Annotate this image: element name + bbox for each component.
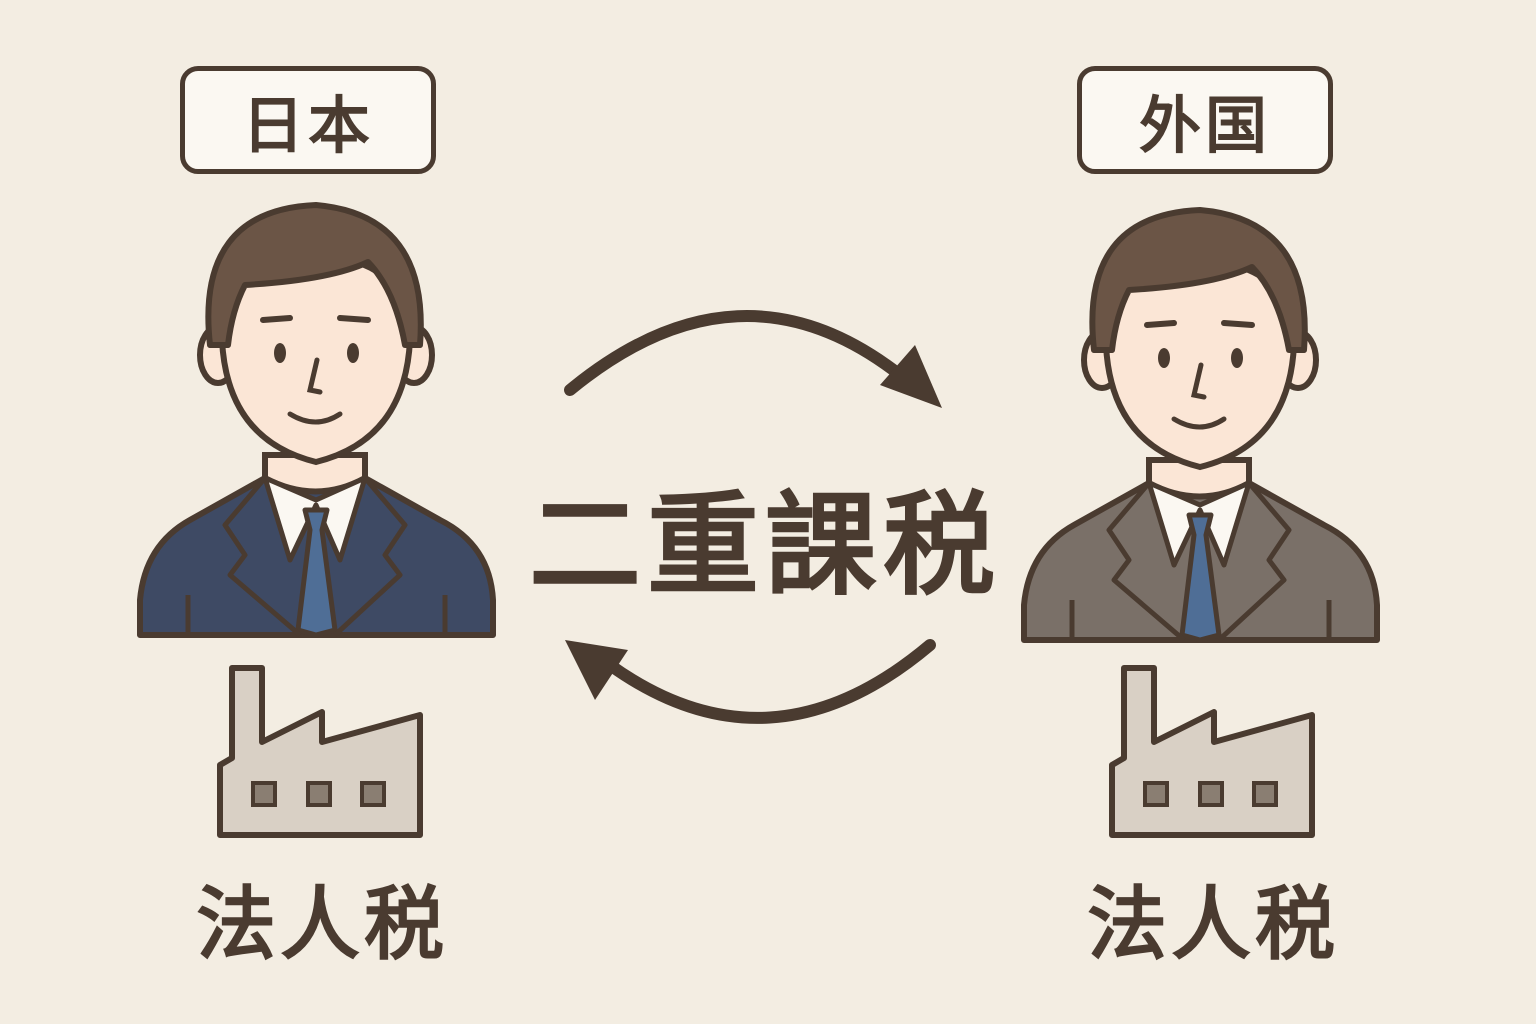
foreign-factory-icon xyxy=(1112,668,1312,835)
japan-label: 日本 xyxy=(180,66,436,174)
japan-corporate-tax-label: 法人税 xyxy=(196,878,448,971)
japan-factory-icon xyxy=(220,668,420,835)
arrow-right-icon xyxy=(564,310,942,408)
foreign-person-icon xyxy=(1024,210,1377,640)
arrow-left-icon xyxy=(565,639,936,724)
japan-person-icon xyxy=(140,205,493,635)
double-taxation-title: 二重課税 xyxy=(529,481,1001,611)
foreign-corporate-tax-label: 法人税 xyxy=(1087,878,1339,971)
foreign-label: 外国 xyxy=(1077,66,1333,174)
